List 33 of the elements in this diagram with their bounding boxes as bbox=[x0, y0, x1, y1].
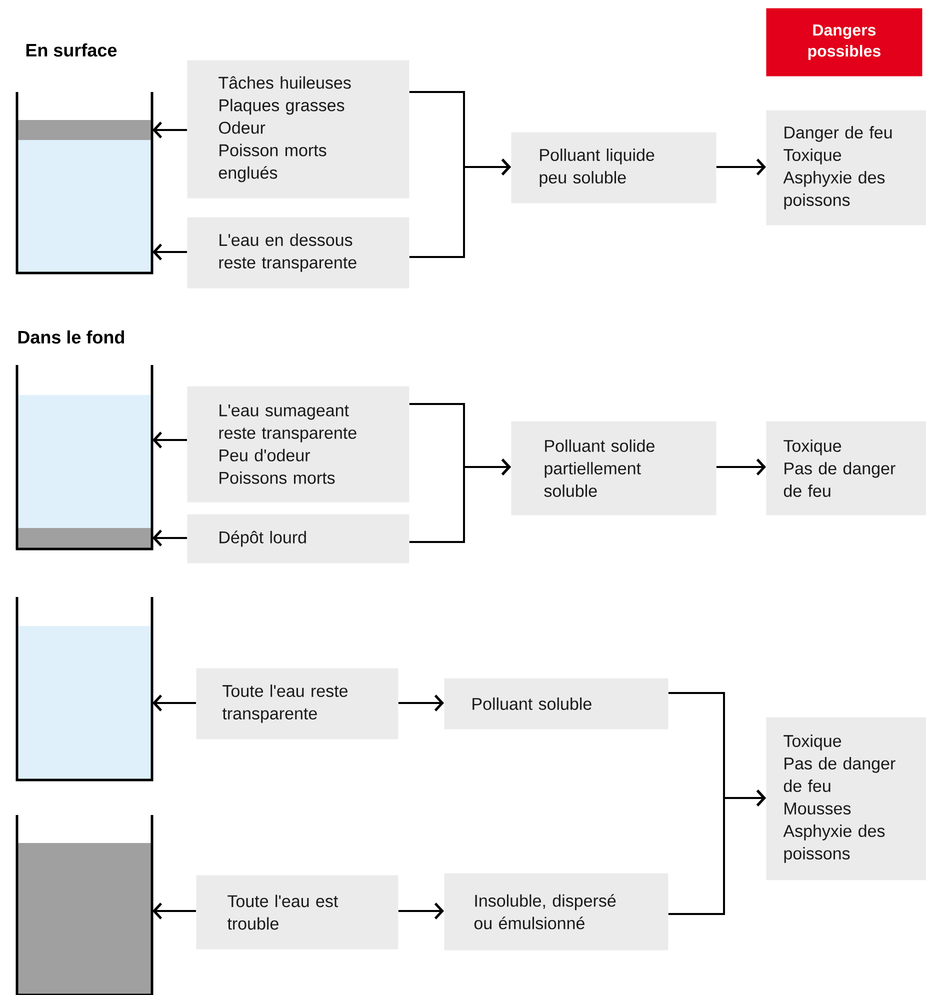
text-box: Polluant soluble bbox=[444, 678, 668, 730]
arrow bbox=[409, 458, 511, 543]
beaker-drawing bbox=[16, 815, 154, 995]
section-heading: Dans le fond bbox=[18, 330, 124, 344]
arrow bbox=[409, 158, 511, 258]
arrow bbox=[152, 694, 196, 712]
section-heading: En surface bbox=[26, 43, 117, 57]
beaker-drawing bbox=[16, 597, 154, 782]
text-box: L'eau sumageant reste transparente Peu d'odeur Poissons morts bbox=[187, 386, 410, 502]
text-box: Tâches huileuses Plaques grasses Odeur Poisson morts englués bbox=[187, 60, 410, 198]
arrow bbox=[152, 432, 187, 448]
text-box: Toxique Pas de danger de feu Mousses Asphyxie des poissons bbox=[766, 717, 926, 880]
header-box: Dangers possibles bbox=[766, 8, 922, 76]
text-box: Danger de feu Toxique Asphyxie des poissons bbox=[766, 110, 926, 226]
arrow bbox=[716, 458, 766, 476]
beaker-drawing bbox=[16, 365, 154, 550]
arrow bbox=[668, 790, 766, 915]
arrow bbox=[152, 122, 187, 138]
text-box: Toxique Pas de danger de feu bbox=[766, 421, 926, 516]
text-box: Toute l'eau est trouble bbox=[196, 875, 398, 950]
arrow bbox=[716, 158, 766, 176]
arrow bbox=[398, 694, 444, 712]
text-box: Dépôt lourd bbox=[187, 514, 410, 564]
arrow bbox=[152, 530, 187, 546]
text-box: Insoluble, dispersé ou émulsionné bbox=[444, 873, 668, 950]
arrow bbox=[152, 902, 196, 920]
arrow bbox=[398, 902, 444, 920]
arrow bbox=[152, 244, 187, 260]
text-box: Polluant liquide peu soluble bbox=[511, 132, 716, 204]
beaker-drawing bbox=[16, 92, 154, 274]
text-box: Polluant solide partiellement soluble bbox=[511, 421, 716, 516]
text-box: Toute l'eau reste transparente bbox=[196, 668, 398, 740]
text-box: L'eau en dessous reste transparente bbox=[187, 217, 410, 288]
